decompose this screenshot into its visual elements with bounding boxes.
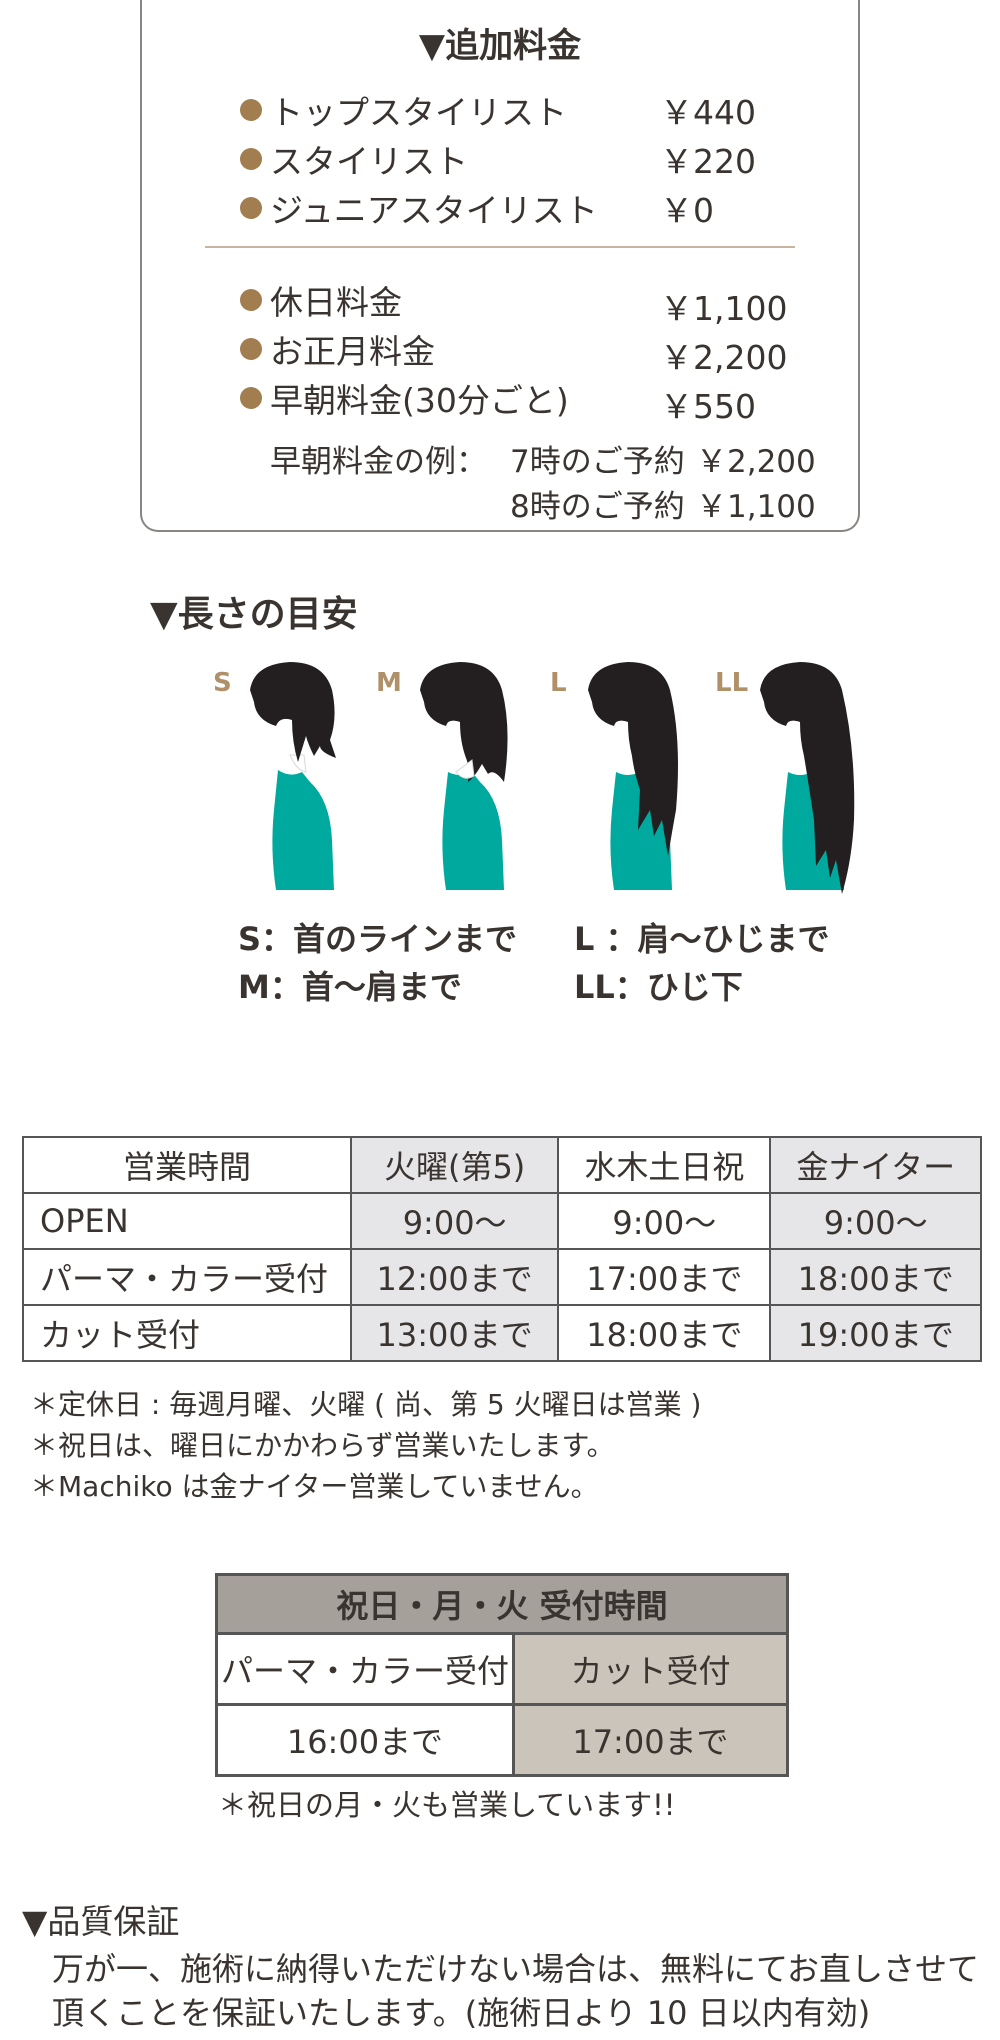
bullet-icon <box>240 148 262 170</box>
fee-price: ￥2,200 <box>660 338 788 377</box>
hair-length-m-icon <box>420 662 508 890</box>
fee-price: ￥440 <box>660 93 756 132</box>
fee-row-stylist: スタイリスト ￥220 <box>240 135 800 181</box>
extra-fee-box <box>140 0 860 532</box>
fee-label: 休日料金 <box>270 283 402 322</box>
example-time: 8時のご予約 <box>510 489 685 525</box>
fee-row-holiday: 休日料金 ￥1,100 <box>240 276 800 328</box>
hair-length-ll-icon <box>760 662 855 894</box>
fee-row-early-morning: 早朝料金(30分ごと) ￥550 <box>240 374 800 426</box>
table-cell: 18:00まで <box>557 1304 772 1362</box>
fee-label: お正月料金 <box>270 332 435 371</box>
table-cell: 13:00まで <box>349 1304 560 1362</box>
fee-label: トップスタイリスト <box>270 93 567 132</box>
bullet-icon <box>240 289 262 311</box>
business-hours-table: 営業時間 火曜(第5) 水木土日祝 金ナイター OPEN 9:00〜 9:00〜… <box>22 1136 982 1362</box>
fee-divider <box>205 246 795 248</box>
hours-note: ＊定休日 : 毎週月曜、火曜 ( 尚、第 5 火曜日は営業 ) <box>30 1388 702 1421</box>
fee-label: スタイリスト <box>270 142 468 181</box>
length-desc-ll: LL：ひじ下 <box>574 968 743 1006</box>
table-row: OPEN 9:00〜 9:00〜 9:00〜 <box>22 1192 982 1250</box>
table-cell: 17:00まで <box>557 1248 772 1306</box>
table-header: 営業時間 <box>22 1136 352 1194</box>
extra-fee-title: ▼追加料金 <box>418 26 582 66</box>
table-cell: カット受付 <box>22 1304 352 1362</box>
example-price: ￥2,200 <box>696 444 816 480</box>
fee-row-junior-stylist: ジュニアスタイリスト ￥0 <box>240 184 800 230</box>
fee-price: ￥0 <box>660 191 714 230</box>
length-desc-l: L ：肩〜ひじまで <box>574 920 830 958</box>
table-row: 祝日・月・火 受付時間 <box>215 1573 789 1635</box>
bullet-icon <box>240 338 262 360</box>
table-cell: 17:00まで <box>511 1703 790 1777</box>
bullet-icon <box>240 99 262 121</box>
table-header: パーマ・カラー受付 <box>215 1632 515 1706</box>
table-cell: 9:00〜 <box>349 1192 560 1250</box>
table-cell: 9:00〜 <box>769 1192 982 1250</box>
table-header: 水木土日祝 <box>557 1136 772 1194</box>
table-cell: 18:00まで <box>769 1248 982 1306</box>
example-price: ￥1,100 <box>696 489 816 525</box>
table-cell: 19:00まで <box>769 1304 982 1362</box>
fee-price: ￥220 <box>660 142 756 181</box>
size-tag-s: S <box>213 668 232 698</box>
guarantee-title: ▼品質保証 <box>22 1902 180 1941</box>
guarantee-text: 頂くことを保証いたします。(施術日より 10 日以内有効) <box>52 1994 871 2032</box>
example-time: 7時のご予約 <box>510 444 685 480</box>
table-cell: パーマ・カラー受付 <box>22 1248 352 1306</box>
fee-row-new-year: お正月料金 ￥2,200 <box>240 325 800 377</box>
hours-note: ＊Machiko は金ナイター営業していません。 <box>30 1470 599 1503</box>
hair-length-s-icon <box>250 662 336 890</box>
table-header: 金ナイター <box>769 1136 982 1194</box>
table-header: カット受付 <box>511 1632 790 1706</box>
fee-row-top-stylist: トップスタイリスト ￥440 <box>240 86 800 132</box>
bullet-icon <box>240 197 262 219</box>
holiday-note: ＊祝日の月・火も営業しています!! <box>218 1788 676 1822</box>
size-tag-l: L <box>550 668 567 698</box>
table-row: 営業時間 火曜(第5) 水木土日祝 金ナイター <box>22 1136 982 1194</box>
table-row: カット受付 13:00まで 18:00まで 19:00まで <box>22 1304 982 1362</box>
fee-label: 早朝料金(30分ごと) <box>270 381 569 420</box>
size-tag-ll: LL <box>715 668 749 698</box>
length-desc-m: M：首〜肩まで <box>238 968 462 1006</box>
table-cell: 12:00まで <box>349 1248 560 1306</box>
hair-length-l-icon <box>588 662 678 890</box>
table-cell: OPEN <box>22 1192 352 1250</box>
fee-label: ジュニアスタイリスト <box>270 191 598 230</box>
table-row: 16:00まで 17:00まで <box>215 1703 790 1777</box>
table-header: 火曜(第5) <box>349 1136 560 1194</box>
holiday-table-title: 祝日・月・火 受付時間 <box>215 1573 789 1635</box>
size-tag-m: M <box>376 668 402 698</box>
length-desc-s: S：首のラインまで <box>238 920 518 958</box>
holiday-hours-table: 祝日・月・火 受付時間 パーマ・カラー受付 カット受付 16:00まで 17:0… <box>215 1573 790 1777</box>
fee-price: ￥550 <box>660 387 756 426</box>
table-row: パーマ・カラー受付 カット受付 <box>215 1632 790 1706</box>
hours-note: ＊祝日は、曜日にかかわらず営業いたします。 <box>30 1429 615 1462</box>
bullet-icon <box>240 387 262 409</box>
example-label: 早朝料金の例： <box>270 444 487 480</box>
table-cell: 9:00〜 <box>557 1192 772 1250</box>
table-cell: 16:00まで <box>215 1703 515 1777</box>
guarantee-text: 万が一、施術に納得いただけない場合は、無料にてお直しさせて <box>52 1950 980 1988</box>
table-row: パーマ・カラー受付 12:00まで 17:00まで 18:00まで <box>22 1248 982 1306</box>
fee-price: ￥1,100 <box>660 289 788 328</box>
length-guide-title: ▼長さの目安 <box>150 594 358 635</box>
